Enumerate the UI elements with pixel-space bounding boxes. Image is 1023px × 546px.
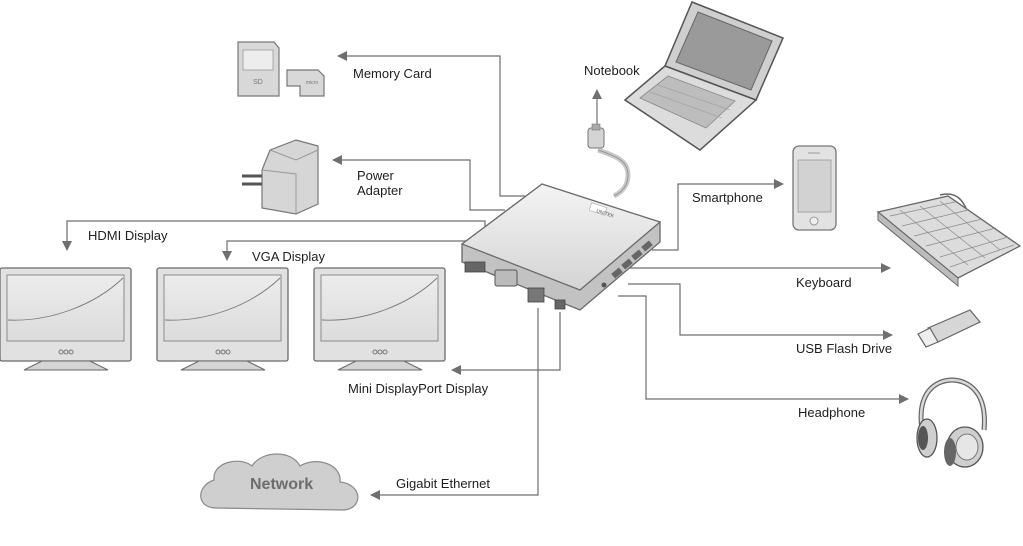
mini-dp-line (451, 312, 561, 375)
usb-flash-line (628, 283, 893, 340)
power-adapter-label: Power Adapter (357, 168, 403, 198)
headphone-icon (916, 377, 987, 468)
memory-card-label: Memory Card (353, 66, 432, 81)
headphone-line (618, 295, 909, 404)
sd-card-icon: SD (237, 41, 280, 97)
vga-display-label: VGA Display (252, 249, 325, 264)
memory-card-line (337, 51, 525, 197)
micro-sd-card-icon: micro (286, 69, 325, 97)
hdmi-display-label: HDMI Display (88, 228, 168, 243)
power-adapter-line (332, 155, 505, 211)
vga-monitor-icon (156, 267, 289, 371)
svg-text:micro: micro (306, 80, 318, 86)
usb-c-cable-icon (587, 123, 631, 199)
usb-flash-drive-label: USB Flash Drive (796, 341, 893, 356)
network-cloud-icon (200, 453, 359, 511)
network-label: Network (250, 476, 314, 493)
power-adapter-icon (242, 139, 319, 215)
notebook-label: Notebook (584, 63, 640, 78)
smartphone-line (652, 179, 784, 251)
smartphone-label: Smartphone (692, 190, 763, 205)
docking-hub-icon (460, 183, 662, 311)
svg-text:SD: SD (253, 79, 263, 86)
hub-logo: UNITEK (595, 208, 615, 220)
keyboard-icon (876, 193, 1022, 288)
ethernet-line (370, 308, 539, 500)
usb-flash-drive-icon (917, 309, 981, 348)
hdmi-monitor-icon (0, 267, 132, 371)
mini-dp-monitor-icon (313, 267, 446, 371)
smartphone-icon (792, 145, 837, 231)
gigabit-ethernet-label: Gigabit Ethernet (396, 476, 490, 491)
keyboard-label: Keyboard (796, 275, 852, 290)
headphone-label: Headphone (798, 405, 866, 420)
mini-displayport-display-label: Mini DisplayPort Display (348, 381, 489, 396)
notebook-icon (623, 1, 784, 151)
